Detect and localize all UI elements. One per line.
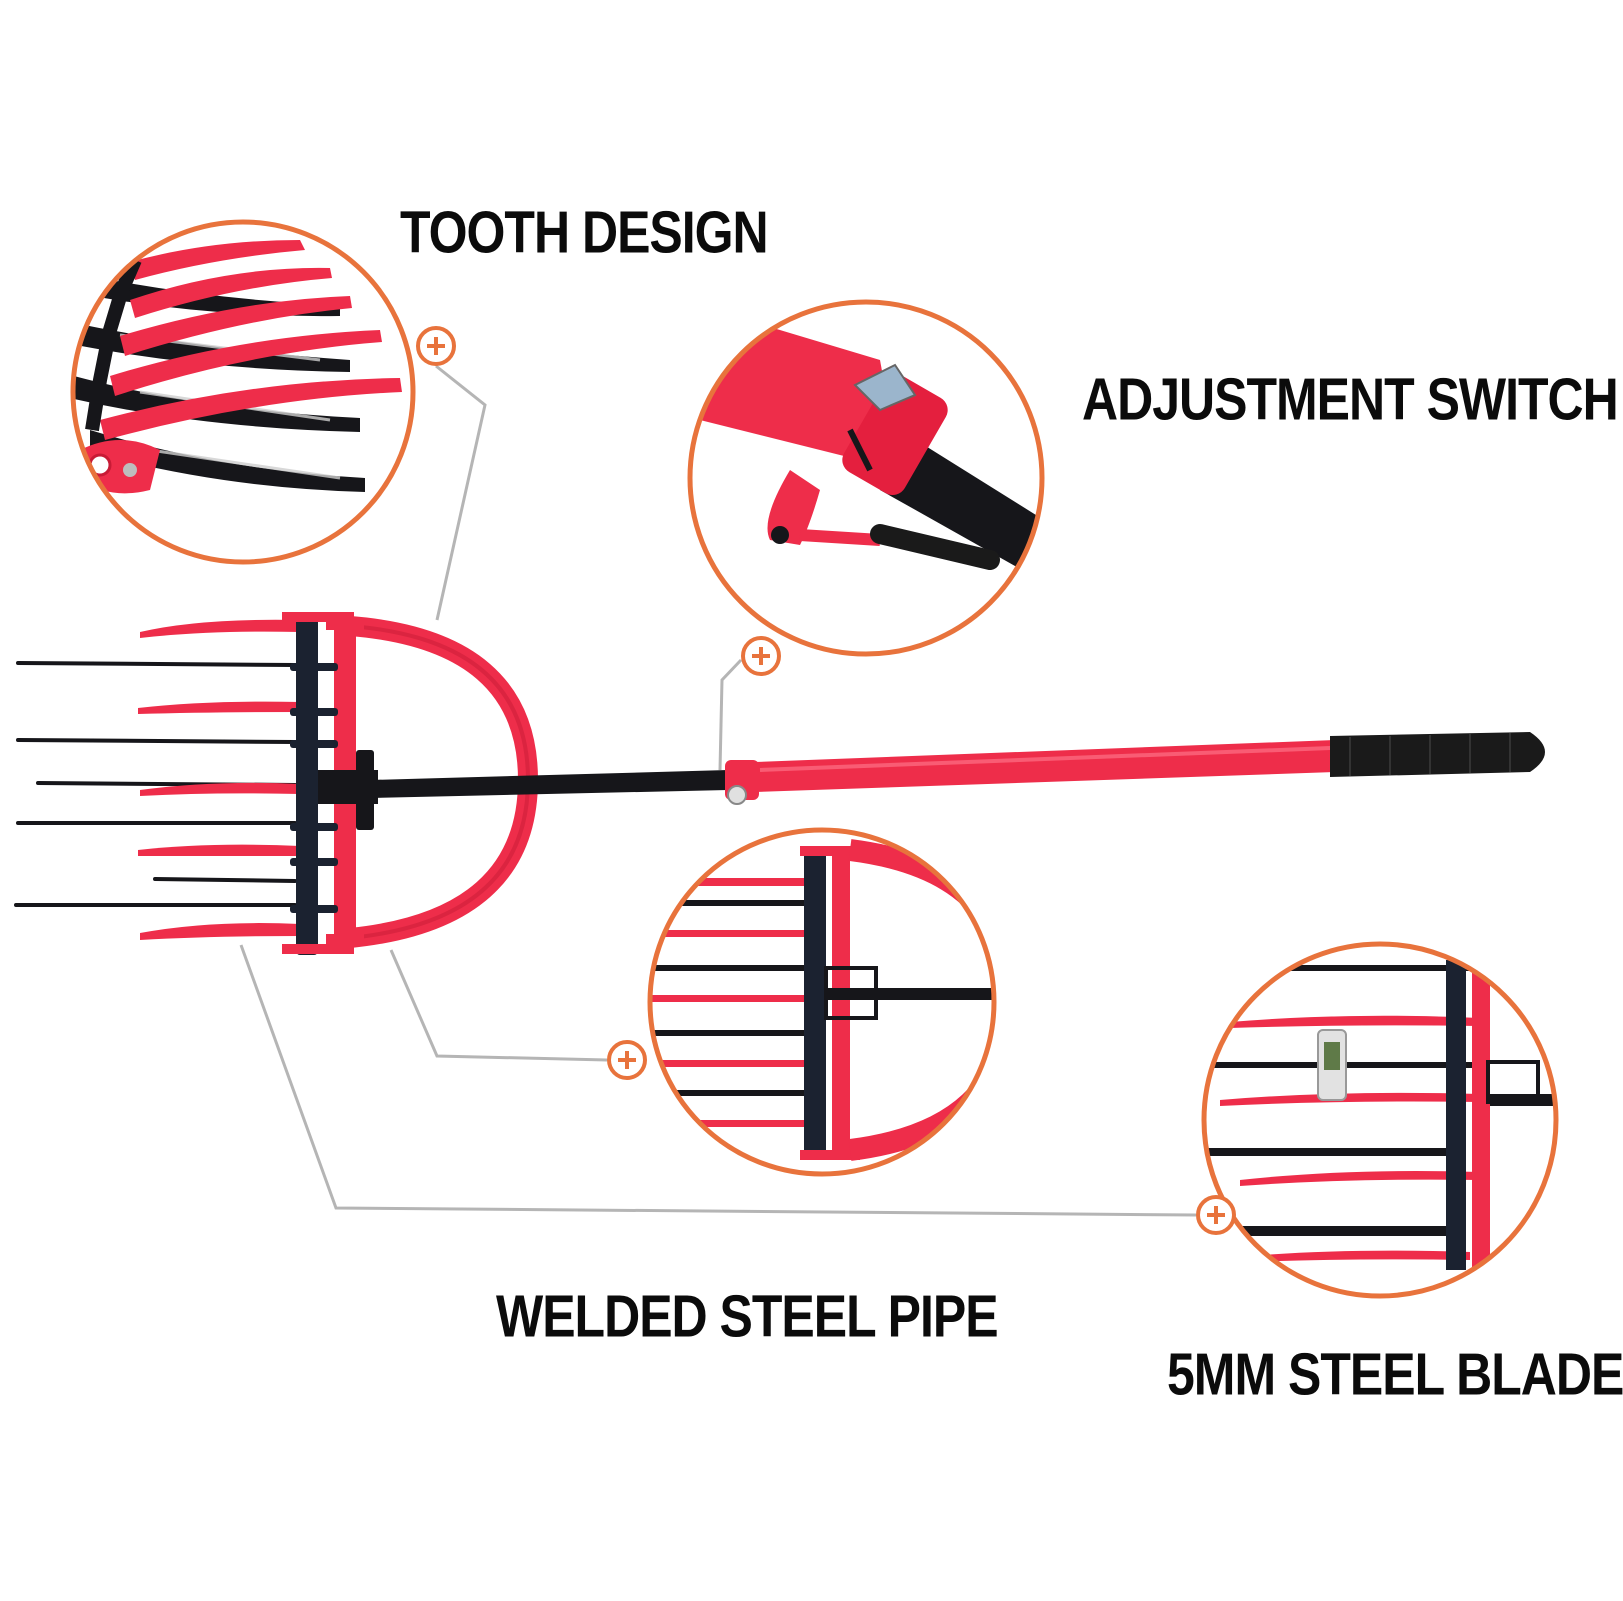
leader-line-welded <box>389 949 608 1062</box>
garden-fork-tool <box>14 612 1545 955</box>
detail-circle-tooth <box>70 219 416 565</box>
leader-line-tooth <box>435 364 487 621</box>
leader-lines <box>239 364 1197 1217</box>
detail-circle-adjust <box>687 299 1045 657</box>
hotspot-adjust-plus-icon[interactable] <box>741 636 781 676</box>
black-crossbar <box>296 615 318 955</box>
detail-circle-welded <box>647 827 997 1177</box>
label-welded-steel-pipe: WELDED STEEL PIPE <box>496 1283 999 1350</box>
black-shaft <box>370 770 728 798</box>
hotspot-welded-plus-icon[interactable] <box>607 1040 647 1080</box>
red-blades <box>138 619 300 940</box>
hotspot-blade-plus-icon[interactable] <box>1196 1195 1236 1235</box>
handle-grip <box>1330 732 1545 777</box>
label-adjustment-switch: ADJUSTMENT SWITCH <box>1082 366 1619 433</box>
label-steel-blade: 5MM STEEL BLADE <box>1167 1341 1623 1408</box>
detail-circle-blade <box>1201 941 1559 1299</box>
label-tooth-design: TOOTH DESIGN <box>400 199 769 266</box>
leader-line-blade <box>239 944 1197 1217</box>
black-tines <box>14 661 297 907</box>
hotspot-tooth-plus-icon[interactable] <box>416 326 456 366</box>
leader-line-adjust <box>718 658 743 771</box>
